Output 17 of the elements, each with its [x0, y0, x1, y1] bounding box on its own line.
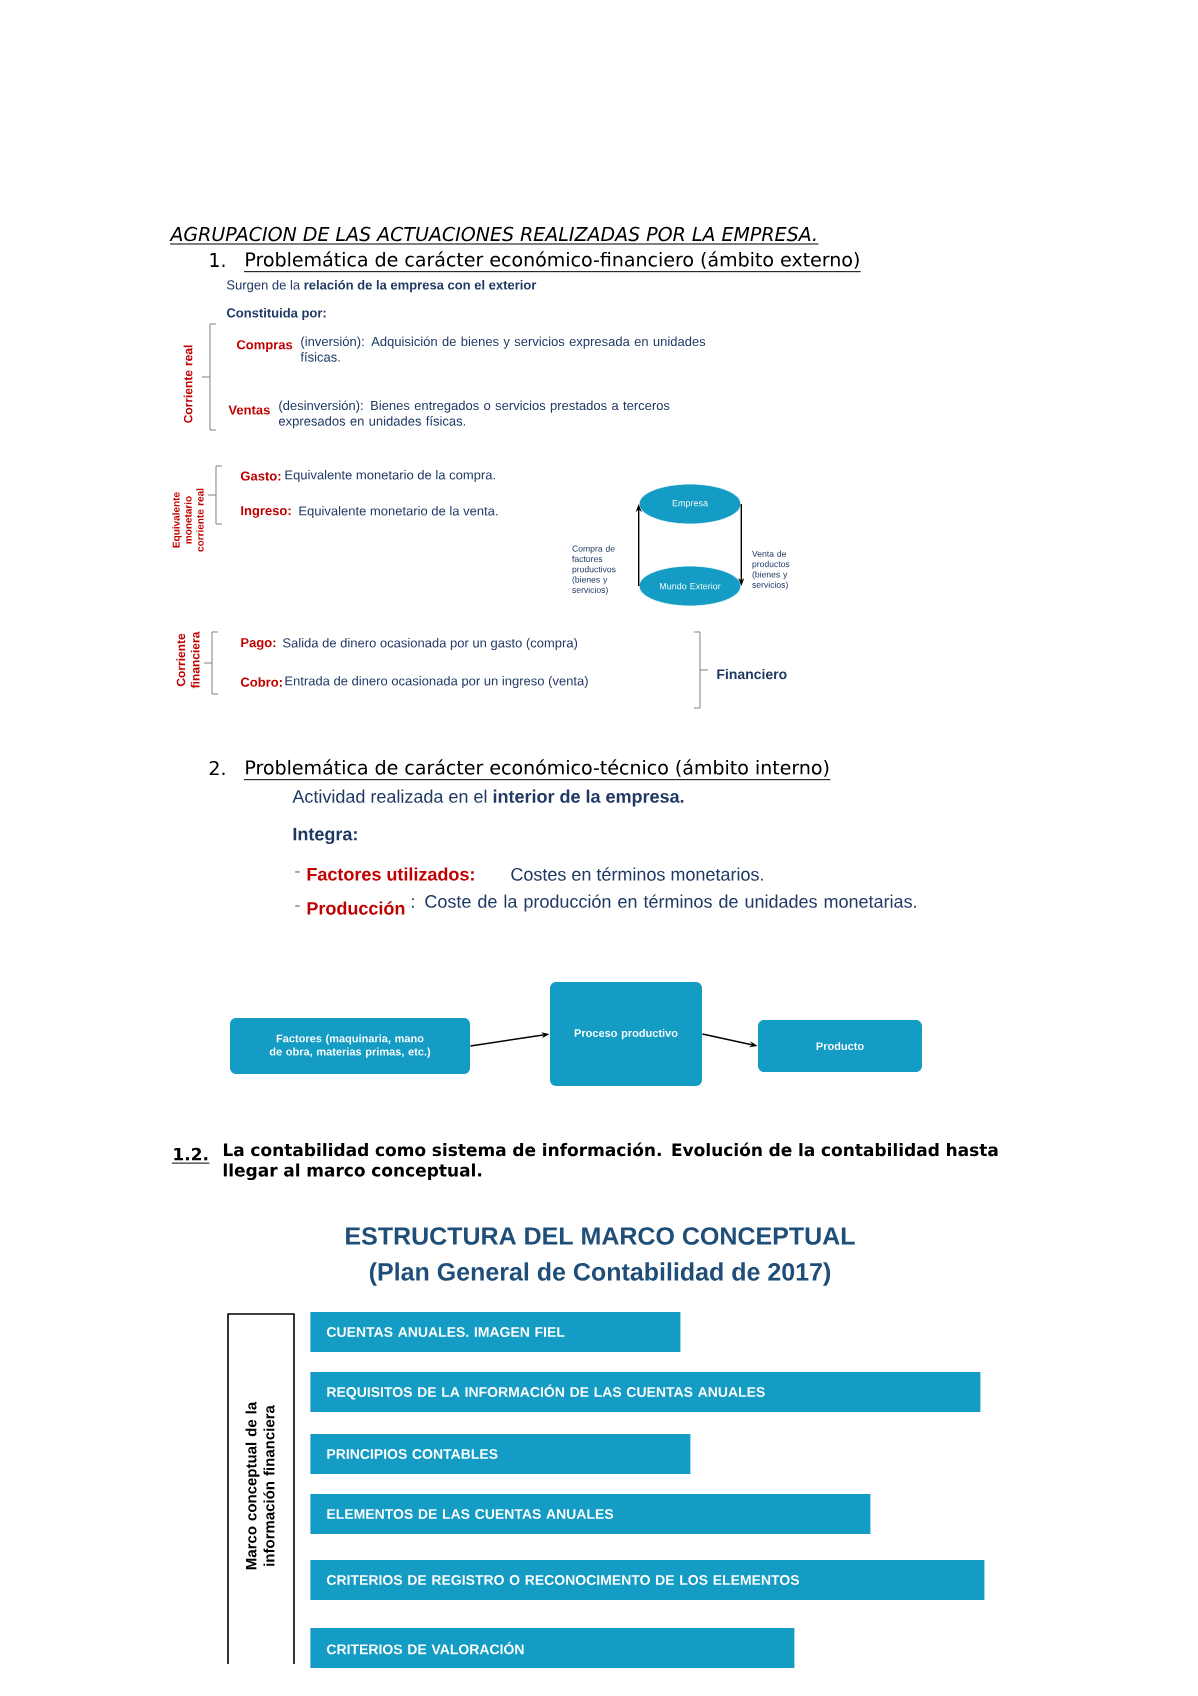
term: Producción — [307, 901, 405, 915]
dash: - — [295, 905, 300, 907]
definition-text: Costes en términos monetarios. — [511, 867, 763, 881]
section-heading: La contabilidad como sistema de información. Evolución de la contabilidad hasta llegar al marco conceptual. — [223, 1142, 998, 1181]
section-number: 1.2. — [171, 1147, 210, 1164]
term: Factores utilizados: — [307, 867, 474, 881]
chart-subtitle: (Plan General de Contabilidad de 2017) — [369, 1262, 831, 1286]
heading: AGRUPACION DE LAS ACTUACIONES REALIZADAS POR LA EMPRESA. — [169, 226, 819, 245]
list-number: 2. — [209, 760, 225, 776]
section-heading: Problemática de carácter económico-financiero (ámbito externo) — [243, 251, 862, 273]
definition-text: : Coste de la producción en términos de unidades monetarias. — [412, 894, 916, 912]
section-heading: Problemática de carácter económico-técnico (ámbito interno) — [243, 759, 831, 781]
text-line: Actividad realizada en el interior de la empresa. — [292, 789, 684, 807]
chart-title: ESTRUCTURA DEL MARCO CONCEPTUAL — [346, 1227, 855, 1245]
list-number: 1. — [210, 253, 225, 267]
dash: - — [295, 871, 300, 873]
text-line: Integra: — [293, 827, 357, 845]
